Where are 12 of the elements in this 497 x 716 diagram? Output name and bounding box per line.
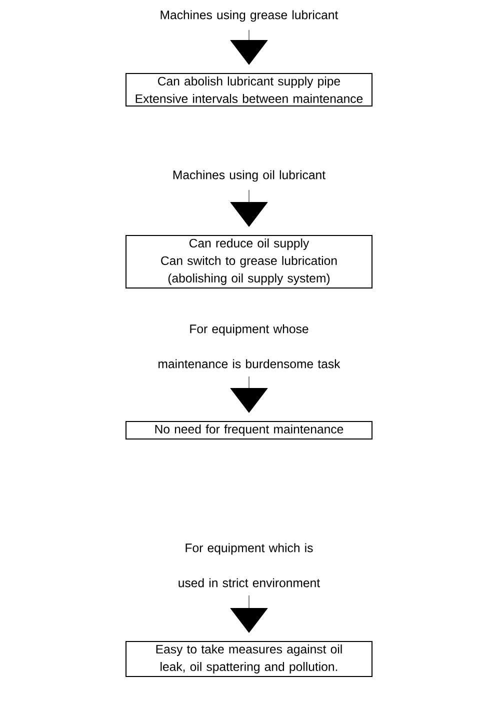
condition-text: Machines using grease lubricant <box>160 10 338 22</box>
condition-text: Machines using oil lubricant <box>173 170 326 182</box>
condition-text: For equipment which is used in strict environment <box>178 543 320 588</box>
arrow <box>230 190 268 227</box>
result-box: Easy to take measures against oil leak, oil spattering and pollution. <box>126 641 372 677</box>
arrow <box>230 376 268 413</box>
condition-text: For equipment whose maintenance is burdensome task <box>158 324 340 368</box>
arrow <box>230 595 268 633</box>
arrow <box>230 30 268 65</box>
result-box: Can abolish lubricant supply pipe Extensive intervals between maintenance <box>126 73 372 107</box>
result-box: No need for frequent maintenance <box>126 421 372 440</box>
result-box: Can reduce oil supply Can switch to grease lubrication (abolishing oil supply system) <box>126 235 372 288</box>
